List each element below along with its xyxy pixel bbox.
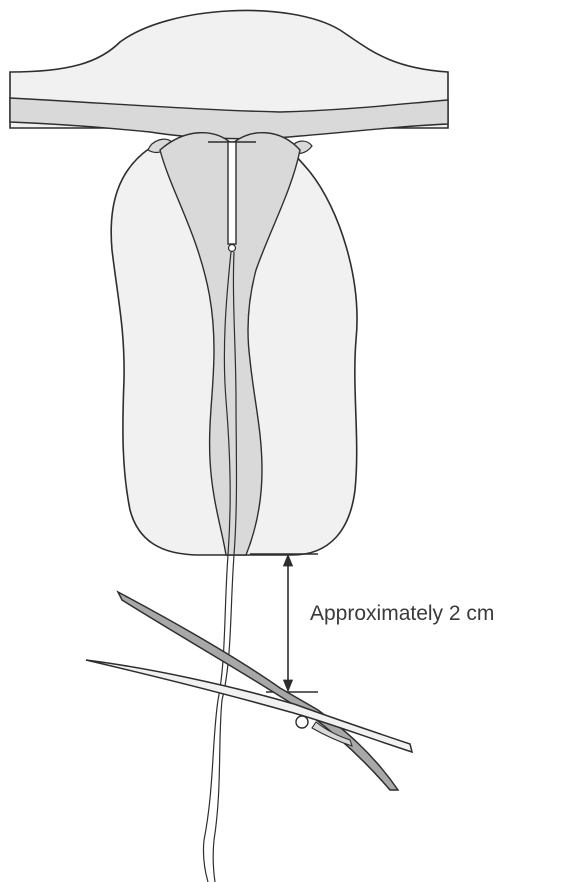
- measurement-label: Approximately 2 cm: [310, 602, 494, 625]
- iud-bulb: [229, 245, 236, 252]
- iud-stem: [228, 142, 236, 244]
- scissors-pivot: [296, 716, 308, 728]
